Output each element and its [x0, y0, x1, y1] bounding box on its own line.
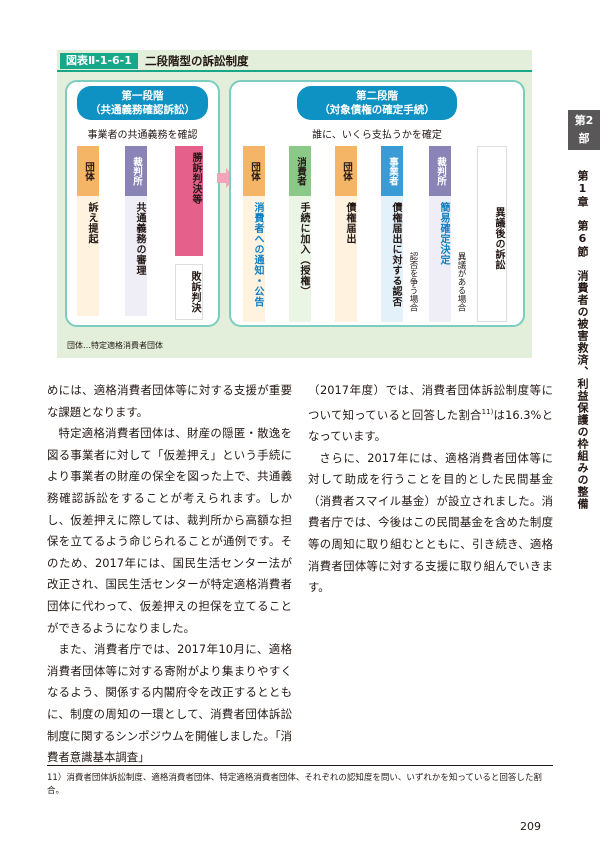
page-number: 209 — [520, 820, 541, 833]
stage2-col5-label: 裁判所 — [429, 146, 451, 196]
stage1-col2-text: 共通義務の審理 — [125, 196, 147, 316]
stage2-col3-text: 債権届出 — [335, 196, 357, 322]
stage2-col2-text: 手続に加入（授権） — [289, 196, 311, 322]
stage2-col4-note: 認否を争う場合 — [408, 252, 418, 312]
footnote: 11）消費者団体訴訟制度、適格消費者団体、特定適格消費者団体、それぞれの認知度を… — [47, 773, 542, 796]
figure-note: 団体…特定適格消費者団体 — [67, 341, 163, 350]
stage2-panel: 第二段階 （対象債権の確定手続） 誰に、いくら支払うかを確定 団体 消費者への通… — [229, 80, 525, 327]
stage1-desc: 事業者の共通義務を確認 — [87, 130, 198, 141]
paragraph: （2017年度）では、消費者団体訴訟制度等について知っていると回答した割合11)… — [308, 383, 554, 443]
paragraph: めには、適格消費者団体等に対する支援が重要な課題となります。 — [47, 383, 292, 419]
stage1-col1-text: 訴え提起 — [77, 196, 99, 316]
stage2-col1-label: 団体 — [243, 146, 265, 196]
stage2-col1-text: 消費者への通知・公告 — [243, 196, 265, 322]
stage2-col5-text: 簡易確定決定 — [429, 196, 451, 322]
stage1-col2-label: 裁判所 — [125, 146, 147, 196]
stage2-col5-note: 異議がある場合 — [456, 252, 466, 312]
stage2-desc: 誰に、いくら支払うかを確定 — [312, 130, 442, 141]
stage2-col2-label: 消費者 — [289, 146, 311, 196]
part-tab: 第2 部 — [568, 110, 600, 150]
figure: 図表Ⅱ-1-6-1 二段階型の訴訟制度 第一段階 （共通義務確認訴訟） 事業者の… — [57, 50, 532, 358]
stage1-lose: 敗訴判決 — [175, 264, 203, 320]
stage2-col3-label: 団体 — [335, 146, 357, 196]
right-column: （2017年度）では、消費者団体訴訟制度等について知っていると回答した割合11)… — [308, 380, 553, 599]
stage1-win: 勝訴判決等 — [175, 146, 203, 256]
footnote-rule — [47, 765, 553, 766]
stage1-panel: 第一段階 （共通義務確認訴訟） 事業者の共通義務を確認 団体 訴え提起 裁判所 … — [65, 80, 220, 327]
paragraph: 特定適格消費者団体は、財産の隠匿・散逸を図る事業者に対して「仮差押え」という手続… — [47, 426, 292, 635]
figure-label: 図表Ⅱ-1-6-1 — [60, 53, 138, 69]
left-column: めには、適格消費者団体等に対する支援が重要な課題となります。 特定適格消費者団体… — [47, 380, 292, 769]
stage2-col4-text: 債権届出に対する認否 — [381, 196, 403, 322]
paragraph: また、消費者庁では、2017年10月に、適格消費者団体等に対する寄附がより集まり… — [47, 642, 292, 765]
stage1-col1-label: 団体 — [77, 146, 99, 196]
footnote-ref: 11) — [481, 407, 494, 416]
figure-title: 二段階型の訴訟制度 — [145, 54, 249, 68]
stage2-col4-label: 事業者 — [381, 146, 403, 196]
stage2-header: 第二段階 （対象債権の確定手続） — [297, 86, 457, 120]
figure-title-bar: 図表Ⅱ-1-6-1 二段階型の訴訟制度 — [57, 50, 532, 72]
paragraph: さらに、2017年には、適格消費者団体等に対して助成を行うことを目的とした民間基… — [308, 450, 553, 595]
stage2-col6-text: 異議後の訴訟 — [477, 146, 507, 322]
chapter-heading: 第1章 第6節 消費者の被害救済、利益保護の枠組みの整備 — [576, 170, 589, 510]
stage1-header: 第一段階 （共通義務確認訴訟） — [77, 86, 208, 120]
